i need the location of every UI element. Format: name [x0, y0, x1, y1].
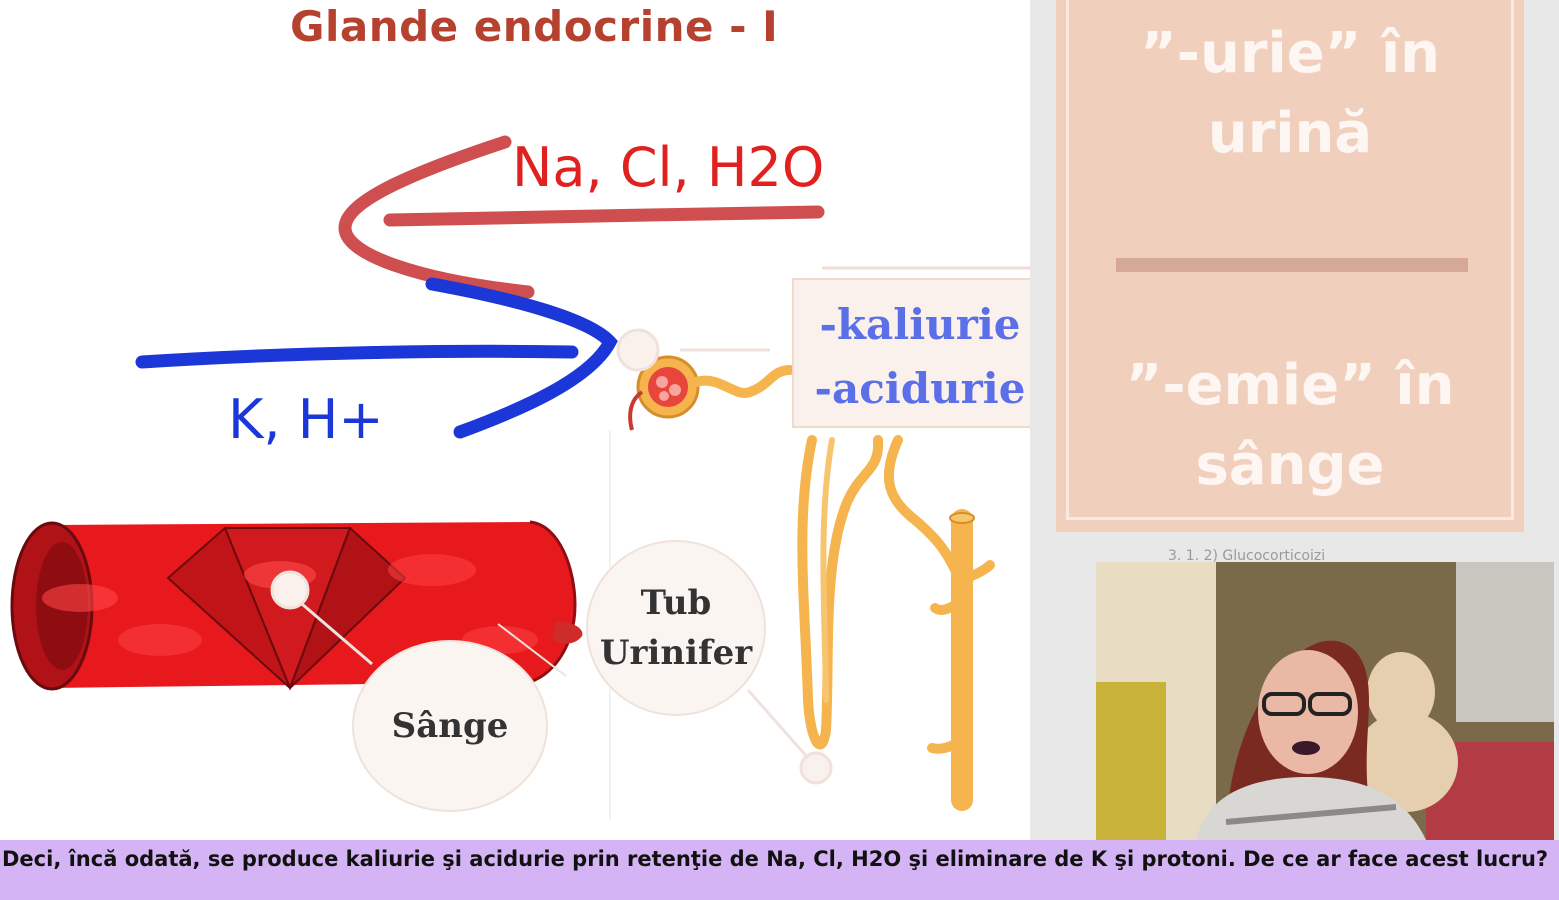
term-kaliurie: -kaliurie: [819, 300, 1021, 349]
terms-box: -kaliurie -acidurie: [792, 278, 1048, 428]
eliminated-ions-label: K, H+: [228, 388, 384, 451]
term-acidurie: -acidurie: [814, 364, 1026, 413]
side-top-text: ”-urie” în urină: [1139, 21, 1441, 166]
nephron-illustration: [616, 328, 995, 811]
retention-arrow: [338, 135, 535, 299]
next-slide-caption: 3. 1. 2) Glucocorticoizi: [1168, 548, 1326, 564]
webcam-feed: [1096, 562, 1554, 840]
side-panel: ”-urie” în urină ”-emie” în sânge: [1056, 0, 1524, 532]
slide-canvas: Glande endocrine - I: [10, 0, 1559, 840]
elimination-line: [135, 344, 579, 369]
side-bottom-text: ”-emie” în sânge: [1125, 353, 1455, 498]
side-divider: [1116, 258, 1468, 272]
slide-title: Glande endocrine - I: [290, 2, 779, 51]
presenter-webcam: [1096, 562, 1554, 840]
subtitle-bar: Deci, încă odată, se produce kaliurie şi…: [0, 840, 1559, 900]
tub-urinifer-bubble: Tub Urinifer: [586, 540, 766, 716]
side-panel-border: [1066, 0, 1514, 520]
subtitle-text: Deci, încă odată, se produce kaliurie şi…: [2, 847, 1549, 871]
retained-ions-label: Na, Cl, H2O: [512, 136, 825, 199]
elimination-arrow: [425, 277, 618, 439]
sange-bubble: Sânge: [352, 640, 548, 812]
retention-line: [383, 205, 825, 227]
